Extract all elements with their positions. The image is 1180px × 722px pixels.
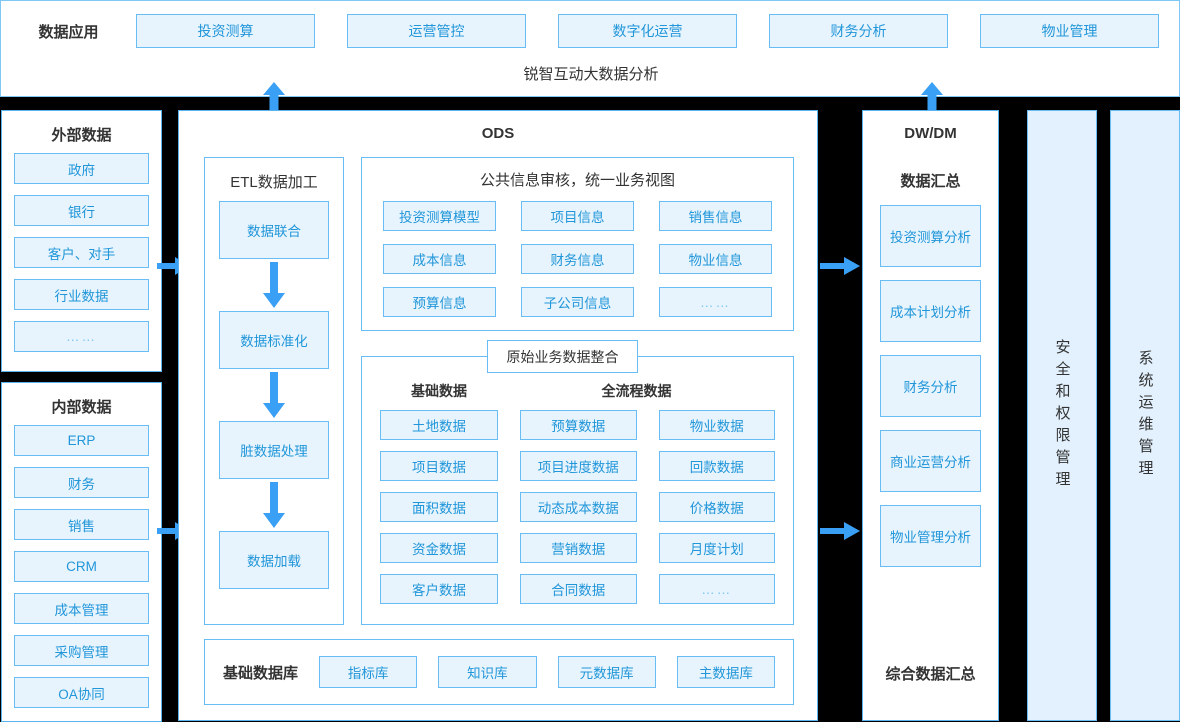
external-item-more[interactable]: …… [14, 321, 149, 352]
raw-head-basic: 基础数据 [411, 383, 467, 399]
dw-item-business-ops-analysis[interactable]: 商业运营分析 [880, 430, 981, 492]
app-chip-invest[interactable]: 投资测算 [136, 14, 315, 48]
basedb-item-indicator[interactable]: 指标库 [319, 656, 418, 688]
platform-caption: 锐智互动大数据分析 [523, 66, 659, 83]
security-permission-panel: 安全和权限管理 [1027, 110, 1097, 721]
raw-data-tab-label: 原始业务数据整合 [487, 340, 638, 373]
dw-item-cost-plan-analysis[interactable]: 成本计划分析 [880, 280, 981, 342]
raw-full-monthly-plan[interactable]: 月度计划 [658, 533, 775, 563]
internal-data-title: 内部数据 [51, 399, 112, 416]
basedb-item-metadata[interactable]: 元数据库 [557, 656, 656, 688]
app-chip-digital[interactable]: 数字化运营 [558, 14, 737, 48]
dw-dm-title: DW/DM [904, 125, 957, 142]
ods-panel: ODS ETL数据加工 数据联合 数据标准化 脏数据处理 数据加载 [178, 110, 818, 721]
raw-data-headers: 基础数据 全流程数据 [362, 357, 793, 401]
internal-data-list: ERP 财务 销售 CRM 成本管理 采购管理 OA协同 [2, 417, 161, 708]
app-chip-property[interactable]: 物业管理 [980, 14, 1159, 48]
system-ops-label: 系统运维管理 [1136, 349, 1154, 482]
arrow-down-etl-3 [205, 479, 343, 531]
raw-data-grid: 土地数据 预算数据 物业数据 项目数据 项目进度数据 回款数据 面积数据 动态成… [362, 401, 793, 604]
dw-dm-list: 投资测算分析 成本计划分析 财务分析 商业运营分析 物业管理分析 [863, 191, 998, 567]
etl-step-join[interactable]: 数据联合 [219, 201, 329, 259]
internal-item-sales[interactable]: 销售 [14, 509, 149, 540]
etl-title: ETL数据加工 [230, 174, 318, 191]
etl-step-dirty-data[interactable]: 脏数据处理 [219, 421, 329, 479]
external-item-customer-competitor[interactable]: 客户、对手 [14, 237, 149, 268]
public-item-finance-info[interactable]: 财务信息 [521, 244, 634, 274]
external-item-industry[interactable]: 行业数据 [14, 279, 149, 310]
external-data-title: 外部数据 [51, 127, 112, 144]
dw-item-finance-analysis[interactable]: 财务分析 [880, 355, 981, 417]
arrow-up-ods-to-apps [262, 82, 286, 112]
external-data-panel: 外部数据 政府 银行 客户、对手 行业数据 …… [1, 110, 162, 372]
basedb-item-master-data[interactable]: 主数据库 [676, 656, 776, 688]
ods-title: ODS [481, 125, 515, 142]
internal-item-oa[interactable]: OA协同 [14, 677, 149, 708]
arrow-ods-to-dw-top [820, 256, 860, 276]
internal-item-crm[interactable]: CRM [14, 551, 149, 582]
public-item-budget-info[interactable]: 预算信息 [383, 287, 496, 317]
public-item-subsidiary-info[interactable]: 子公司信息 [521, 287, 634, 317]
arrow-down-etl-1 [205, 259, 343, 311]
etl-step-standardize[interactable]: 数据标准化 [219, 311, 329, 369]
dw-dm-panel: DW/DM 数据汇总 投资测算分析 成本计划分析 财务分析 商业运营分析 物业管… [862, 110, 999, 721]
raw-full-contract[interactable]: 合同数据 [520, 574, 637, 604]
arrow-down-etl-2 [205, 369, 343, 421]
base-database-panel: 基础数据库 指标库 知识库 元数据库 主数据库 [204, 639, 794, 705]
raw-full-budget[interactable]: 预算数据 [520, 410, 637, 440]
app-chip-operations[interactable]: 运营管控 [347, 14, 526, 48]
raw-data-panel: 原始业务数据整合 基础数据 全流程数据 土地数据 预算数据 物业数据 项目数据 … [361, 340, 794, 625]
raw-full-receivable[interactable]: 回款数据 [658, 451, 775, 481]
base-database-label: 基础数据库 [223, 664, 299, 682]
internal-item-erp[interactable]: ERP [14, 425, 149, 456]
app-chip-finance[interactable]: 财务分析 [769, 14, 948, 48]
raw-basic-land[interactable]: 土地数据 [380, 410, 498, 440]
external-item-government[interactable]: 政府 [14, 153, 149, 184]
raw-basic-project[interactable]: 项目数据 [380, 451, 498, 481]
raw-basic-customer[interactable]: 客户数据 [380, 574, 498, 604]
data-application-row: 数据应用 投资测算 运营管控 数字化运营 财务分析 物业管理 [1, 14, 1180, 48]
internal-item-finance[interactable]: 财务 [14, 467, 149, 498]
dw-item-property-mgmt-analysis[interactable]: 物业管理分析 [880, 505, 981, 567]
public-info-title: 公共信息审核，统一业务视图 [479, 172, 675, 189]
public-item-project-info[interactable]: 项目信息 [521, 201, 634, 231]
public-item-cost-info[interactable]: 成本信息 [383, 244, 496, 274]
raw-full-project-progress[interactable]: 项目进度数据 [520, 451, 637, 481]
public-info-grid: 投资测算模型 项目信息 销售信息 成本信息 财务信息 物业信息 预算信息 子公司… [362, 190, 793, 317]
raw-full-dynamic-cost[interactable]: 动态成本数据 [520, 492, 637, 522]
raw-full-property[interactable]: 物业数据 [658, 410, 775, 440]
raw-full-more[interactable]: …… [658, 574, 775, 604]
internal-data-panel: 内部数据 ERP 财务 销售 CRM 成本管理 采购管理 OA协同 [1, 382, 162, 722]
etl-step-load[interactable]: 数据加载 [219, 531, 329, 589]
security-permission-label: 安全和权限管理 [1053, 338, 1071, 493]
raw-basic-funds[interactable]: 资金数据 [380, 533, 498, 563]
system-ops-panel: 系统运维管理 [1110, 110, 1180, 721]
raw-basic-area[interactable]: 面积数据 [380, 492, 498, 522]
public-item-invest-model[interactable]: 投资测算模型 [383, 201, 496, 231]
dw-item-invest-analysis[interactable]: 投资测算分析 [880, 205, 981, 267]
internal-item-procurement[interactable]: 采购管理 [14, 635, 149, 666]
etl-flow: 数据联合 数据标准化 脏数据处理 数据加载 [205, 201, 343, 589]
data-application-label: 数据应用 [38, 23, 99, 41]
arrow-ods-to-dw-bottom [820, 521, 860, 541]
data-application-panel: 数据应用 投资测算 运营管控 数字化运营 财务分析 物业管理 锐智互动大数据分析 [0, 0, 1180, 97]
public-item-more[interactable]: …… [659, 287, 772, 317]
etl-panel: ETL数据加工 数据联合 数据标准化 脏数据处理 数据加载 [204, 157, 344, 625]
public-item-property-info[interactable]: 物业信息 [659, 244, 772, 274]
external-item-bank[interactable]: 银行 [14, 195, 149, 226]
public-item-sales-info[interactable]: 销售信息 [659, 201, 772, 231]
internal-item-cost-management[interactable]: 成本管理 [14, 593, 149, 624]
raw-full-price[interactable]: 价格数据 [658, 492, 775, 522]
data-application-apps: 投资测算 运营管控 数字化运营 财务分析 物业管理 [136, 14, 1180, 48]
arrow-up-dw-to-apps [920, 82, 944, 112]
dw-dm-subtitle: 数据汇总 [900, 173, 961, 190]
public-info-panel: 公共信息审核，统一业务视图 投资测算模型 项目信息 销售信息 成本信息 财务信息… [361, 157, 794, 331]
dw-dm-footer: 综合数据汇总 [885, 666, 976, 683]
raw-full-marketing[interactable]: 营销数据 [520, 533, 637, 563]
basedb-item-knowledge[interactable]: 知识库 [438, 656, 537, 688]
raw-head-full-process: 全流程数据 [601, 383, 672, 399]
external-data-list: 政府 银行 客户、对手 行业数据 …… [2, 145, 161, 352]
